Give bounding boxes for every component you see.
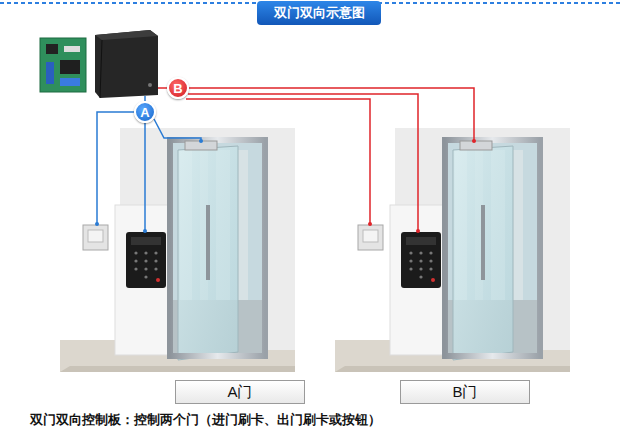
caption-text-box: 双门双向控制板：控制两个门（进门刷卡、出门刷卡或按钮） xyxy=(30,411,381,429)
node-label: B门 xyxy=(452,383,477,402)
node-label: B xyxy=(173,81,182,96)
callout-circle: B xyxy=(167,77,189,99)
door-label-box: B门 xyxy=(400,380,530,404)
node-label: A门 xyxy=(227,383,252,402)
title-bar: 双门双向示意图 xyxy=(257,1,381,25)
title-text: 双门双向示意图 xyxy=(274,4,365,22)
caption-text: 双门双向控制板：控制两个门（进门刷卡、出门刷卡或按钮） xyxy=(30,412,381,427)
node-label: A xyxy=(140,105,149,120)
callout-circle: A xyxy=(134,101,156,123)
door-label-box: A门 xyxy=(175,380,305,404)
